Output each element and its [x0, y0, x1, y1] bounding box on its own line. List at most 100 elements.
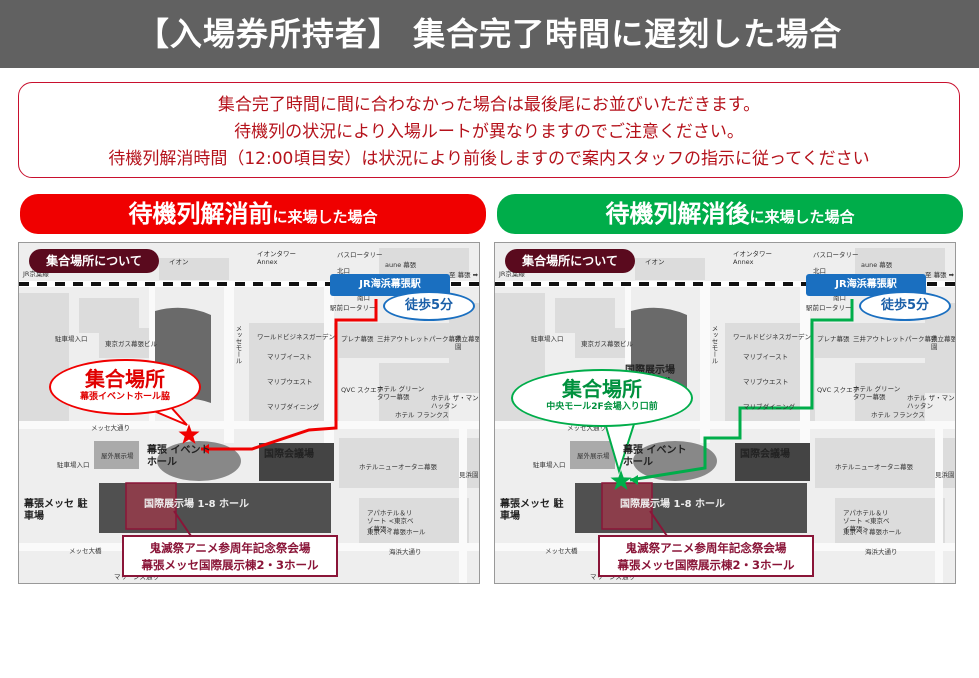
meeting-point-subtitle: 幕張イベントホール脇: [79, 392, 170, 402]
meeting-point-subtitle: 中央モール2F会場入り口前: [546, 402, 658, 412]
road: [625, 283, 631, 423]
notice-line: 集合完了時間に間に合わなかった場合は最後尾にお並びいただきます。: [217, 95, 761, 115]
section-title: 待機列解消前: [128, 200, 273, 228]
walking-route: [629, 299, 854, 482]
page-title: 【入場券所持者】 集合完了時間に遅刻した場合: [0, 0, 979, 68]
map-label-park: 県立幕張海浜公園: [931, 335, 956, 351]
road: [19, 421, 479, 429]
map-label-mihama: 見浜園: [935, 471, 955, 479]
meeting-point-star-icon: [610, 470, 632, 490]
map-badge: 集合場所について: [505, 249, 635, 273]
walk-time-bubble: 徒歩5分: [383, 291, 475, 321]
map-label-green-tower: ホテル グリーンタワー幕張: [853, 385, 901, 401]
map-label-qvc: QVC スクエア: [817, 386, 860, 394]
map-label-to-makuhari: 至 幕張 ➡: [925, 271, 955, 279]
map-label-north: 北口: [337, 267, 350, 275]
map-label-halls: 国際展示場 1-8 ホール: [620, 499, 726, 510]
map-label-plena: プレナ幕張: [817, 335, 850, 343]
notice-box: 集合完了時間に間に合わなかった場合は最後尾にお並びいただきます。 待機列の状況に…: [18, 82, 960, 178]
map-label-malibu-e: マリブイースト: [743, 353, 789, 361]
map-label-north: 北口: [813, 267, 826, 275]
map-label-messe-ave: メッセ大通り: [567, 424, 606, 432]
section-after-queue-cleared: 待機列解消後に来場した場合: [497, 194, 963, 234]
venue-line: 鬼滅祭アニメ参周年記念祭会場: [149, 541, 311, 555]
road: [935, 423, 943, 583]
city-block: [159, 258, 229, 280]
map-label-malibu-d: マリブダイニング: [743, 403, 795, 411]
city-block: [555, 298, 615, 333]
map-label-otani: ホテルニューオータニ幕張: [835, 463, 913, 471]
map-label-manhattan: ホテル ザ・マンハッタン: [431, 394, 479, 410]
route-arrowhead: [201, 444, 209, 454]
map-label-bay-hall: 東京ベイ幕張ホール: [367, 528, 426, 536]
map-label-south: 南口: [357, 294, 370, 302]
map-base: [19, 248, 479, 583]
map-label-parking-in1: 駐車場入口: [55, 335, 88, 343]
city-block: [379, 248, 469, 278]
map-label-wbg: ワールドビジネスガーデン: [257, 333, 335, 341]
venue-hall-highlight: [125, 482, 177, 530]
map-label-outdoor: 屋外展示場: [577, 452, 610, 460]
map-label-plena: プレナ幕張: [341, 335, 374, 343]
map-badge: 集合場所について: [29, 249, 159, 273]
map-label-messe-bridge: メッセ大橋: [545, 547, 578, 555]
map-label-messe-mall: メッセモール: [234, 325, 242, 364]
meeting-point-bubble: 集合場所幕張イベントホール脇: [49, 359, 201, 415]
map-label-aeon: イオン: [645, 258, 665, 266]
map-label-qvc: QVC スクエア: [341, 386, 384, 394]
map-label-kaihin: 海浜大通り: [389, 548, 422, 556]
venue-line: 鬼滅祭アニメ参周年記念祭会場: [625, 541, 787, 555]
map-label-outdoor: 屋外展示場: [101, 452, 134, 460]
map-label-rotary: 駅前ロータリー: [330, 304, 376, 312]
map-label-messe-mall: メッセモール: [710, 325, 718, 364]
road: [149, 283, 155, 423]
map-label-parking-in2: 駐車場入口: [533, 461, 566, 469]
map-label-apa: アパホテル＆リゾート <東京ベイ幕張>: [843, 509, 890, 533]
notice-line: 待機列解消時間（12:00頃目安）は状況により前後しますので案内スタッフの指示に…: [108, 149, 870, 169]
map-label-gas: 東京ガス幕張ビル: [105, 340, 157, 348]
map-label-aune: aune 幕張: [861, 261, 893, 269]
road: [324, 283, 334, 443]
map-label-halls: 国際展示場 1-8 ホール: [144, 499, 250, 510]
map-label-event-hall: 幕張 イベントホール: [147, 445, 211, 468]
map-label-messe-parking: 幕張メッセ 駐車場: [24, 499, 88, 522]
map-label-apa: アパホテル＆リゾート <東京ベイ幕張>: [367, 509, 414, 533]
map-label-bay-hall: 東京ベイ幕張ホール: [843, 528, 902, 536]
map-label-to-makuhari: 至 幕張 ➡: [449, 271, 479, 279]
map-label-messe-parking: 幕張メッセ 駐車場: [500, 499, 564, 522]
venue-callout: 鬼滅祭アニメ参周年記念祭会場幕張メッセ国際展示棟2・3ホール: [598, 535, 814, 577]
meeting-point-title: 集合場所: [562, 377, 642, 401]
city-block: [79, 298, 139, 333]
map-label-aeon-annex: イオンタワー Annex: [257, 250, 296, 266]
venue-callout: 鬼滅祭アニメ参周年記念祭会場幕張メッセ国際展示棟2・3ホール: [122, 535, 338, 577]
city-block: [855, 363, 925, 423]
meeting-point-title: 集合場所: [85, 367, 165, 391]
callout-leader: [649, 510, 668, 537]
map-label-malibu-w: マリブウエスト: [743, 378, 789, 386]
map-base: [495, 248, 955, 583]
city-block: [635, 258, 705, 280]
section-subtitle: に来場した場合: [272, 208, 378, 226]
road: [459, 423, 467, 583]
venue-hall-highlight: [601, 482, 653, 530]
walking-route: [201, 299, 378, 451]
map-label-malibu-e: マリブイースト: [267, 353, 313, 361]
map-label-messe-ave: メッセ大通り: [91, 424, 130, 432]
city-block: [379, 363, 449, 423]
map-label-parking-in2: 駐車場入口: [57, 461, 90, 469]
map-label-manhattan: ホテル ザ・マンハッタン: [907, 394, 955, 410]
road: [495, 421, 955, 429]
map-label-rotary: 駅前ロータリー: [806, 304, 852, 312]
city-block: [835, 498, 945, 543]
route-arrowhead: [630, 475, 638, 485]
road: [800, 283, 810, 443]
map-label-keiyo: JR京葉線: [499, 270, 525, 278]
callout-leader: [173, 510, 192, 537]
map-label-malibu-d: マリブダイニング: [267, 403, 319, 411]
city-block: [339, 438, 479, 488]
outdoor-exhibit: [570, 441, 615, 469]
map-label-gas: 東京ガス幕張ビル: [581, 340, 633, 348]
venue-line: 幕張メッセ国際展示棟2・3ホール: [141, 558, 319, 572]
